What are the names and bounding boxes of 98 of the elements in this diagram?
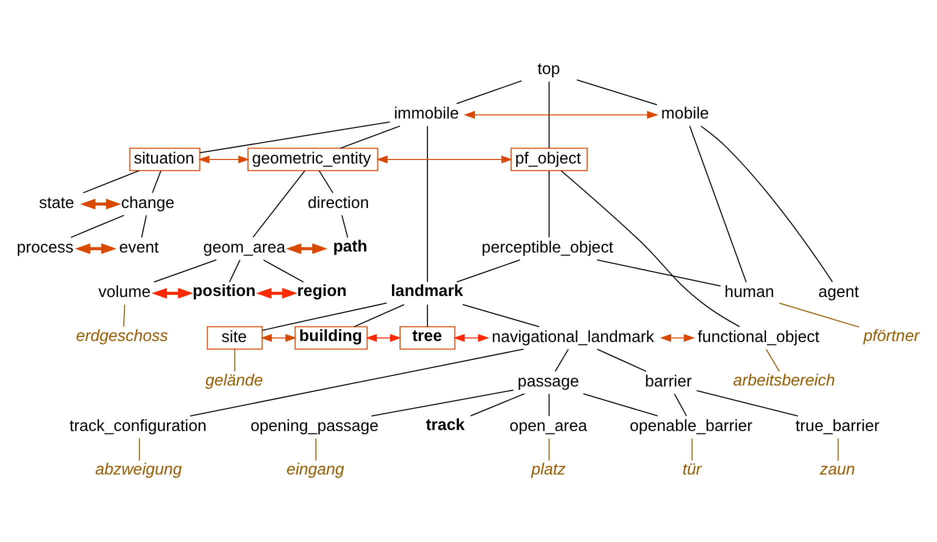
node-text: platz xyxy=(531,460,566,479)
connector xyxy=(141,215,147,238)
connector xyxy=(190,348,524,416)
connector xyxy=(456,80,522,104)
node-text: event xyxy=(119,238,159,257)
node-box: pf_object xyxy=(510,148,588,172)
node-text: erdgeschoss xyxy=(76,326,168,345)
node-text: gelände xyxy=(205,371,264,390)
connector xyxy=(462,304,540,328)
node-text: agent xyxy=(818,283,859,302)
node-text: position xyxy=(192,282,256,300)
node-text: pförtner xyxy=(863,326,920,345)
connector xyxy=(123,304,126,327)
connector xyxy=(341,215,348,238)
connector xyxy=(83,170,140,194)
connector xyxy=(154,259,216,283)
arrow xyxy=(376,156,513,164)
connector xyxy=(456,259,520,283)
arrow xyxy=(198,156,250,164)
node-text: tür xyxy=(682,460,702,479)
node-text: track_configuration xyxy=(69,417,207,436)
arrow xyxy=(660,334,695,342)
connector xyxy=(426,126,428,282)
connector xyxy=(548,394,550,416)
connector xyxy=(340,126,400,149)
connector xyxy=(262,302,387,331)
node-text: opening_passage xyxy=(250,417,379,436)
connector xyxy=(229,260,240,282)
node-text: change xyxy=(121,194,174,212)
connector xyxy=(700,126,833,282)
connector xyxy=(470,393,525,416)
node-box: building xyxy=(294,326,368,350)
node-text: navigational_landmark xyxy=(492,328,654,346)
node-text: direction xyxy=(308,194,370,212)
node-text: passage xyxy=(518,372,580,390)
node-text: process xyxy=(16,238,74,257)
node-text: immobile xyxy=(394,104,459,123)
connector xyxy=(371,390,514,416)
connector xyxy=(200,121,390,154)
connector xyxy=(252,170,306,238)
connector xyxy=(554,349,569,372)
node-text: human xyxy=(724,283,774,302)
node-text: eingang xyxy=(286,460,344,479)
connector xyxy=(426,304,428,327)
arrow xyxy=(286,243,328,254)
connector xyxy=(779,302,860,328)
connector xyxy=(583,393,658,416)
connector xyxy=(315,438,316,461)
node-text: state xyxy=(39,194,74,212)
node-text: barrier xyxy=(644,372,692,390)
connector xyxy=(263,260,304,283)
connector xyxy=(597,348,646,372)
connector xyxy=(674,394,687,416)
node-text: perceptible_object xyxy=(482,238,614,257)
node-text: track xyxy=(426,416,465,434)
node-text: functional_object xyxy=(698,328,820,346)
connector xyxy=(138,438,140,461)
connector xyxy=(766,349,780,372)
connector xyxy=(692,438,693,461)
node-text: geom_area xyxy=(203,238,286,257)
connector xyxy=(318,170,334,194)
connector xyxy=(576,79,658,106)
arrow xyxy=(260,334,297,342)
connector xyxy=(548,82,550,148)
node-text: landmark xyxy=(390,282,464,300)
connector xyxy=(234,349,236,372)
arrow xyxy=(453,334,490,342)
node-text: openable_barrier xyxy=(630,417,752,436)
arrow xyxy=(80,198,122,210)
node-box: geometric_entity xyxy=(247,148,378,172)
connector xyxy=(152,170,162,194)
node-text: top xyxy=(537,60,560,78)
node-text: region xyxy=(297,282,347,300)
node-text: arbeitsbereich xyxy=(733,371,836,390)
node-text: zaun xyxy=(820,460,856,479)
connector xyxy=(596,259,721,287)
connector xyxy=(838,438,839,461)
arrow xyxy=(464,110,658,119)
connector xyxy=(548,438,550,461)
node-text: true_barrier xyxy=(796,417,880,436)
arrow xyxy=(256,288,298,299)
connector xyxy=(354,304,404,328)
node-box: situation xyxy=(129,148,200,172)
node-box: tree xyxy=(400,326,456,350)
connector xyxy=(560,170,740,328)
node-text: abzweigung xyxy=(95,460,182,479)
node-text: open_area xyxy=(510,417,588,436)
node-text: volume xyxy=(98,283,151,302)
node-text: mobile xyxy=(661,104,709,123)
node-box: site xyxy=(206,326,263,350)
node-text: path xyxy=(333,238,368,256)
arrow xyxy=(366,334,402,342)
connector xyxy=(689,126,747,282)
connector xyxy=(70,214,124,238)
connector xyxy=(548,170,550,238)
connector xyxy=(696,390,798,416)
arrow xyxy=(75,243,116,254)
arrow xyxy=(152,288,194,299)
